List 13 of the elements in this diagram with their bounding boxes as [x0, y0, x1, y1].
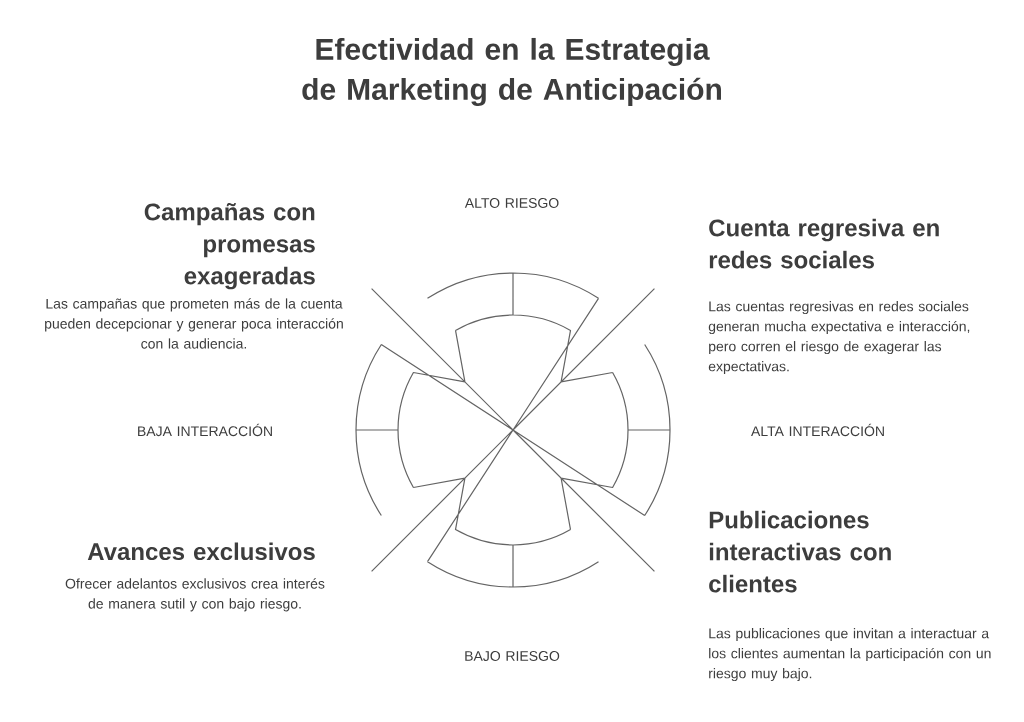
- quadrant-description: Las cuentas regresivas en redes sociales generan mucha expectativa e interacción, pero corren el riesgo de exagerar las expectativas.: [708, 301, 970, 375]
- quadrant-heading: Campañas con promesas exageradas: [144, 202, 315, 290]
- quadrant-heading: Publicaciones interactivas con clientes: [709, 510, 891, 593]
- axis-label: ALTO RIESGO: [464, 198, 559, 208]
- axis-label: BAJA INTERACCIÓN: [138, 423, 272, 437]
- title: Efectividad en la Estrategia de Marketing de Anticipación: [302, 37, 721, 107]
- quadrant-heading: Avances exclusivos: [87, 542, 315, 561]
- axis-label: BAJO RIESGO: [465, 651, 560, 661]
- quadrant-heading: Cuenta regresiva en redes sociales: [709, 218, 939, 269]
- axis-label: ALTA INTERACCIÓN: [751, 423, 884, 437]
- quadrant-description: Las publicaciones que invitan a interactuar a los clientes aumentan la participación con un riesgo muy bajo.: [709, 628, 991, 682]
- quadrant-description: Las campañas que prometen más de la cuenta pueden decepcionar y generar poca interacción con la audiencia.: [45, 298, 343, 349]
- quadrant-description: Ofrecer adelantos exclusivos crea interés de manera sutil y con bajo riesgo.: [65, 578, 325, 612]
